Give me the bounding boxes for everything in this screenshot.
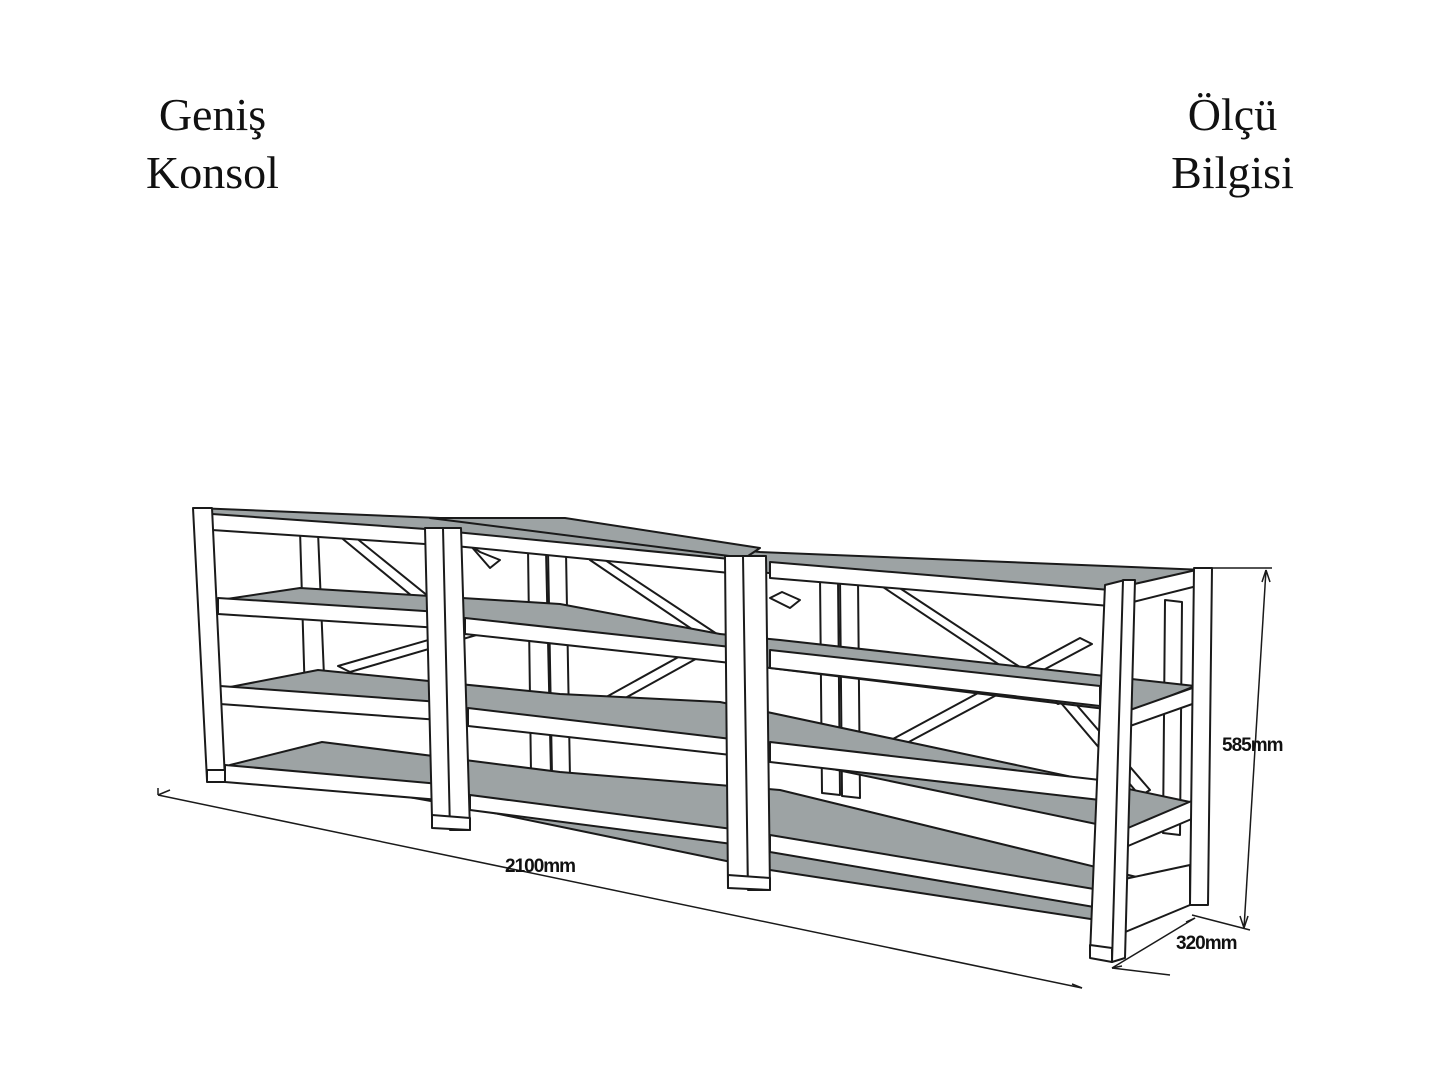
- info-title: Ölçü Bilgisi: [1135, 86, 1330, 202]
- info-title-line2: Bilgisi: [1171, 147, 1294, 198]
- height-label: 585mm: [1222, 735, 1283, 756]
- back-post: [547, 549, 571, 779]
- post-front-right-b: [1111, 579, 1136, 963]
- post-front-center-right-b: [742, 555, 771, 891]
- depth-label: 320mm: [1176, 933, 1237, 954]
- back-post: [1162, 599, 1183, 836]
- front-posts: [192, 507, 1136, 963]
- shelf-top-center: [429, 517, 761, 559]
- depth-dimension-line: [1111, 917, 1196, 969]
- product-title-line1: Geniş: [158, 89, 267, 140]
- front-rails: [211, 513, 1111, 909]
- length-label: 2100mm: [505, 856, 576, 877]
- dimension-lines: [157, 567, 1272, 989]
- product-title: Geniş Konsol: [110, 86, 315, 202]
- height-dimension-line: [1243, 569, 1267, 929]
- back-post: [527, 547, 552, 776]
- length-dimension-line: [157, 794, 1083, 989]
- info-title-line1: Ölçü: [1187, 89, 1278, 140]
- post-front-left: [192, 507, 226, 781]
- product-title-line2: Konsol: [146, 147, 279, 198]
